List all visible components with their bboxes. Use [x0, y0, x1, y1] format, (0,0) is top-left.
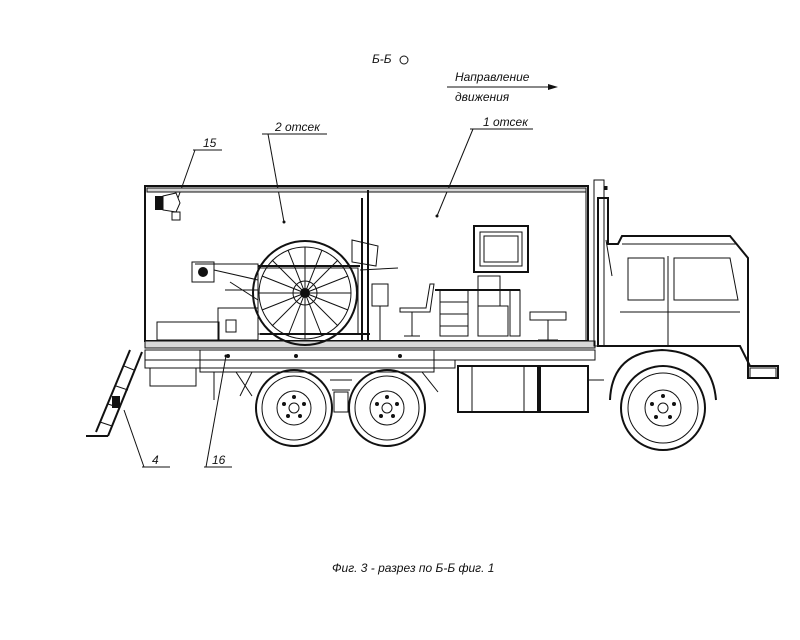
- direction-line2: движения: [455, 90, 510, 104]
- compartment-labels: 2 отсек 1 отсек: [262, 115, 533, 224]
- callout-16: 16: [204, 354, 232, 468]
- front-wheel: [620, 365, 706, 451]
- truck-cab: [593, 179, 779, 401]
- ladder: [86, 349, 143, 437]
- section-circle-icon: [399, 55, 409, 65]
- fuel-tank: [457, 365, 539, 413]
- body-floor: [144, 340, 596, 349]
- figure-caption: Фиг. 3 - разрез по Б-Б фиг. 1: [332, 561, 494, 575]
- section-mark: Б-Б: [372, 52, 409, 66]
- rear-suspension: [330, 379, 352, 413]
- compartment-1-label: 1 отсек: [483, 115, 529, 129]
- section-label: Б-Б: [372, 52, 392, 66]
- cab-window-front: [673, 257, 739, 301]
- rear-wheel-2: [348, 369, 426, 447]
- chassis: [144, 349, 604, 413]
- callout-15-label: 15: [203, 136, 217, 150]
- reel-assembly: [156, 198, 399, 346]
- monitor: [473, 225, 529, 273]
- chair: [399, 283, 435, 313]
- compartment-1-leader: [436, 128, 474, 217]
- direction-indicator: Направление движения: [447, 70, 558, 104]
- direction-line1: Направление: [455, 70, 530, 84]
- compartment-1-furniture: [399, 225, 567, 341]
- compartment-2-label: 2 отсек: [274, 120, 321, 134]
- callout-16-label: 16: [212, 453, 226, 467]
- callout-4: 4: [123, 409, 170, 468]
- rear-wheel-1: [255, 369, 333, 447]
- compartment-2-leader: [267, 133, 285, 223]
- battery-box: [539, 365, 589, 413]
- drawer-unit: [439, 289, 469, 337]
- direction-arrow-icon: [548, 84, 558, 90]
- cab-window-rear: [627, 257, 665, 301]
- lamp: [155, 192, 181, 221]
- callout-4-label: 4: [152, 453, 159, 467]
